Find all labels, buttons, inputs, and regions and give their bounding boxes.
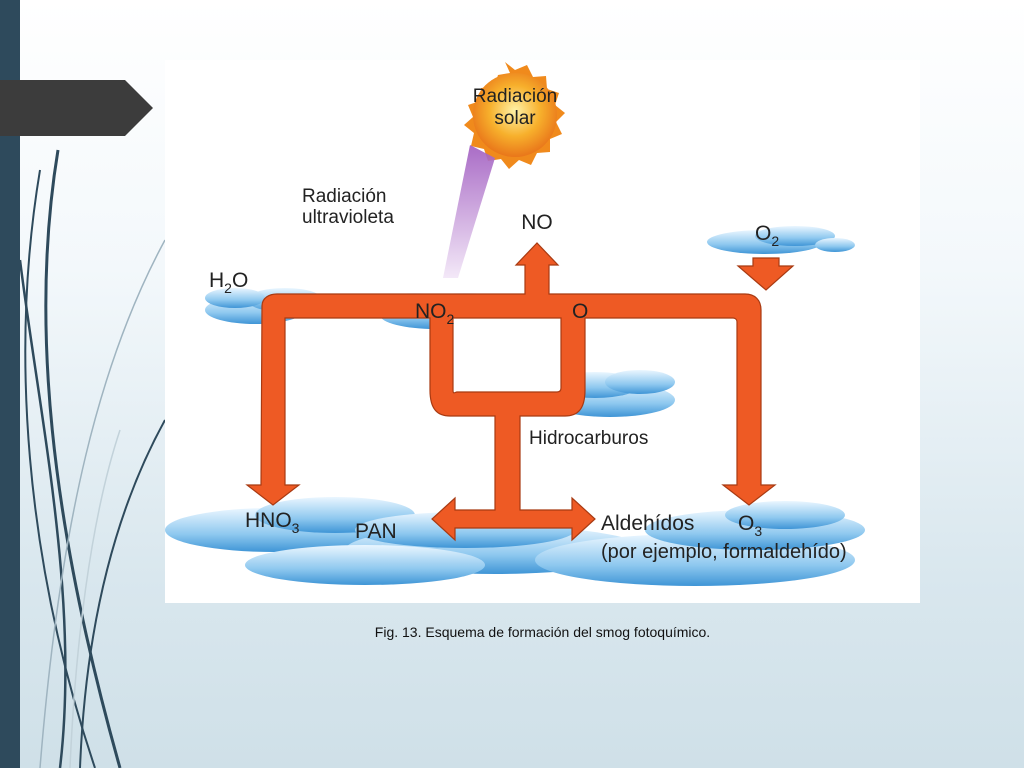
smog-diagram-figure: Radiación solar Radiación ultravioleta <box>165 60 920 603</box>
cloud-o2 <box>707 226 855 254</box>
o2-label: O2 <box>755 222 779 249</box>
o-label: O <box>572 300 588 323</box>
no2-label: NO2 <box>415 300 455 327</box>
sun-label-line2: solar <box>494 108 536 129</box>
cloud-bottom <box>165 497 865 586</box>
example-label: (por ejemplo, formaldehído) <box>601 541 847 563</box>
title-tab-marker <box>0 80 153 136</box>
aldehydes-label: Aldehídos <box>601 512 694 535</box>
o3-label: O3 <box>738 512 762 539</box>
no-label: NO <box>521 211 553 234</box>
hydrocarbons-label: Hidrocarburos <box>529 428 648 449</box>
h2o-label: H2O <box>209 269 248 296</box>
figure-caption: Fig. 13. Esquema de formación del smog f… <box>374 624 711 640</box>
sun-label-line1: Radiación <box>473 86 558 107</box>
uv-label-line2: ultravioleta <box>302 207 394 228</box>
decorative-curves <box>18 149 166 768</box>
sun-icon <box>464 62 565 169</box>
uv-label-line1: Radiación <box>302 186 387 207</box>
pan-label: PAN <box>355 520 397 543</box>
uv-beam <box>443 145 495 278</box>
hno3-label: HNO3 <box>245 509 300 536</box>
reaction-arrows <box>245 242 795 542</box>
left-sidebar-bar <box>0 0 20 768</box>
